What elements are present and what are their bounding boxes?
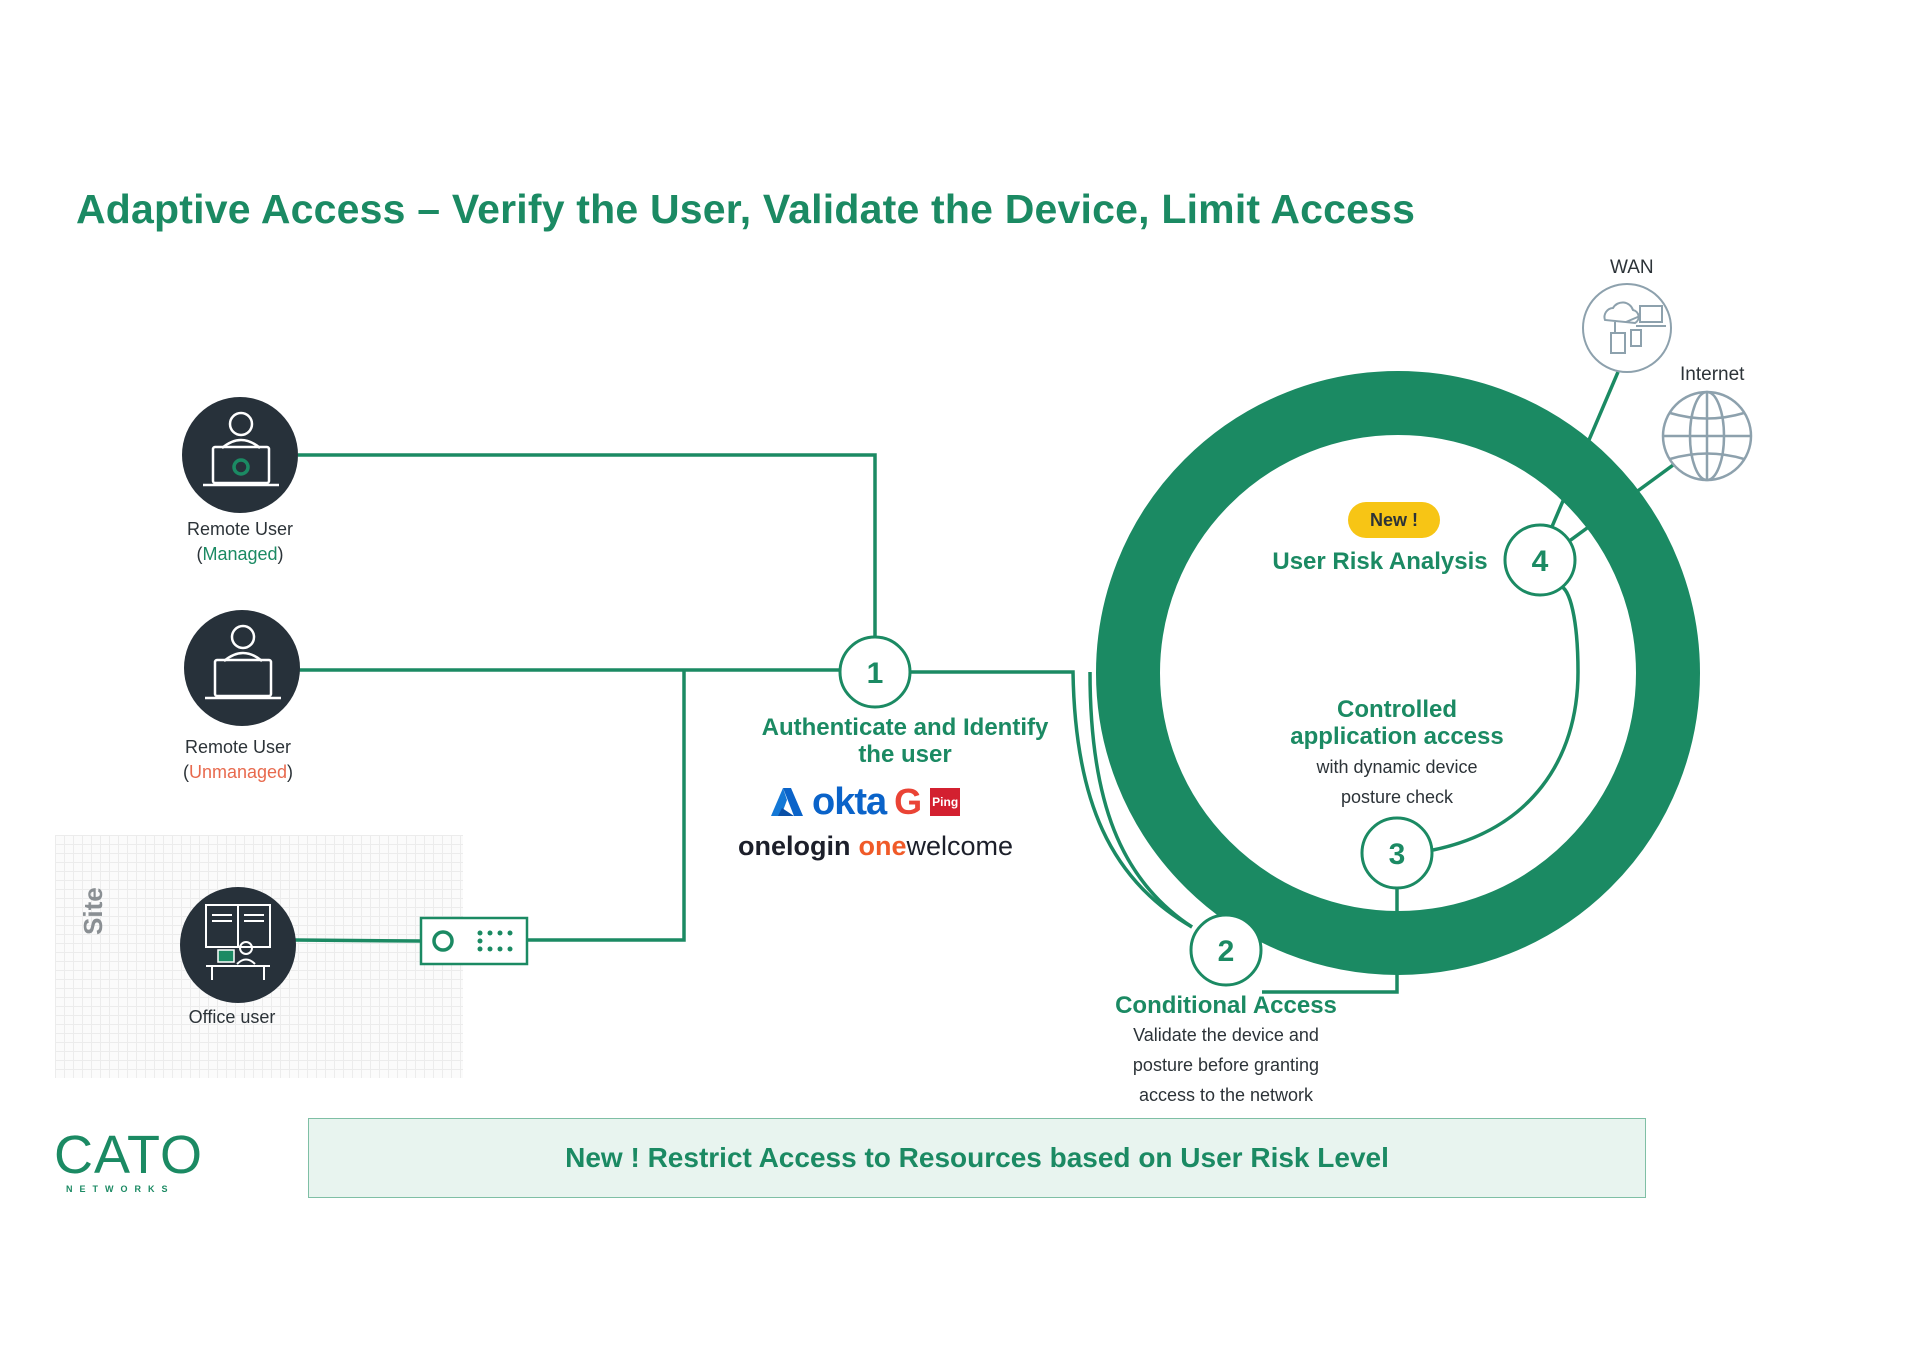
step3-to-step4-line	[1432, 584, 1580, 852]
onewelcome-logo-part2: welcome	[906, 830, 1014, 861]
step2-desc-line1: Validate the device and	[1133, 1025, 1319, 1045]
remote-user-unmanaged-icon	[184, 610, 300, 726]
remote-user-managed-icon	[182, 397, 298, 513]
step1-circle	[838, 635, 912, 709]
onewelcome-logo: onewelcome	[858, 831, 1013, 862]
ping-logo: Ping	[930, 788, 961, 816]
cato-cloud-ring	[1096, 371, 1700, 975]
step3-title: Controlled application access	[1247, 696, 1547, 750]
step3-number: 3	[1389, 838, 1406, 871]
managed-status: Managed	[202, 544, 278, 564]
step2-inner-line	[1088, 671, 1193, 929]
step3-desc-line1: with dynamic device	[1316, 757, 1478, 777]
remote-user-unmanaged-label: Remote User (Unmanaged)	[118, 735, 358, 785]
step3-circle	[1360, 816, 1434, 890]
step4-title: User Risk Analysis	[1272, 548, 1488, 575]
remote-user-unmanaged-status-line: (Unmanaged)	[118, 760, 358, 785]
okta-logo: okta	[812, 780, 887, 823]
onewelcome-logo-part1: one	[858, 830, 907, 861]
cato-logo-subtitle: NETWORKS	[66, 1184, 175, 1194]
step2-description: Validate the device and posture before g…	[1076, 1020, 1376, 1110]
step3-description: with dynamic device posture check	[1247, 752, 1547, 812]
wan-icon	[1582, 283, 1672, 373]
cato-logo: CATO	[54, 1125, 204, 1185]
internet-icon	[1661, 390, 1753, 482]
internet-label: Internet	[1680, 364, 1745, 385]
unmanaged-status: Unmanaged	[188, 762, 288, 782]
paren-close: )	[277, 544, 284, 564]
step2-number: 2	[1218, 935, 1235, 968]
step2-desc-line2: posture before granting	[1132, 1055, 1320, 1075]
onelogin-logo: onelogin	[738, 830, 851, 861]
step4-circle	[1503, 523, 1577, 597]
appliance-line	[528, 670, 686, 942]
step3-title-line1: Controlled	[1337, 696, 1457, 723]
site-appliance-icon	[419, 916, 529, 966]
office-user-label: Office user	[188, 1007, 276, 1027]
step1-number: 1	[867, 657, 884, 690]
managed-user-line	[298, 453, 877, 637]
paren-close: )	[287, 762, 294, 782]
new-badge: New !	[1348, 502, 1440, 538]
step1-title-line2: the user	[858, 741, 952, 768]
step1-title-line1: Authenticate and Identify	[761, 714, 1049, 741]
step1-to-ring-line	[911, 670, 1193, 929]
paren-open: (	[182, 762, 189, 782]
footer-banner: New ! Restrict Access to Resources based…	[308, 1118, 1646, 1198]
idp-logos-row1: okta G Ping	[770, 780, 961, 823]
paren-open: (	[196, 544, 203, 564]
step3-title-line2: application access	[1290, 723, 1504, 750]
office-user-line	[293, 938, 421, 943]
step2-circle	[1189, 913, 1263, 987]
google-logo: G	[894, 781, 923, 822]
remote-user-managed-label: Remote User (Managed)	[120, 517, 360, 567]
step4-number: 4	[1532, 545, 1549, 578]
remote-user-unmanaged-name: Remote User	[184, 737, 292, 757]
step2-title: Conditional Access	[1115, 992, 1337, 1019]
idp-logos-row2: onelogin onewelcome	[738, 828, 1013, 864]
step3-desc-line2: posture check	[1340, 787, 1454, 807]
page-title: Adaptive Access – Verify the User, Valid…	[76, 186, 1416, 232]
step2-desc-line3: access to the network	[1138, 1085, 1314, 1105]
wan-label: WAN	[1610, 257, 1654, 278]
step1-title: Authenticate and Identify the user	[730, 714, 1080, 768]
azure-logo-icon	[771, 788, 803, 816]
remote-user-managed-name: Remote User	[186, 519, 294, 539]
office-user-icon	[180, 887, 296, 1003]
remote-user-managed-status-line: (Managed)	[120, 542, 360, 567]
